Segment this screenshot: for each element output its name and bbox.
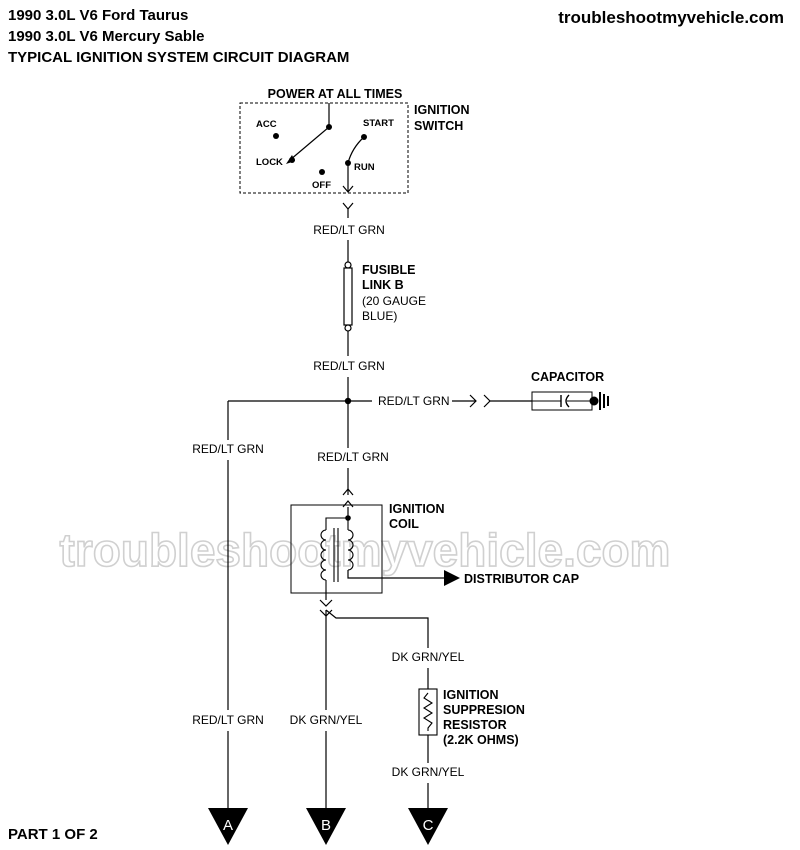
lock-contact — [289, 157, 295, 163]
capacitor-label: CAPACITOR — [531, 370, 604, 384]
vehicle-title-taurus: 1990 3.0L V6 Ford Taurus — [8, 7, 189, 24]
switch-connector-icon — [342, 202, 354, 210]
connector-b-label: B — [321, 817, 331, 834]
fusible-link-bottom-end — [344, 324, 352, 332]
suppressor-branch-wire — [325, 609, 429, 648]
run-arrow-icon — [342, 185, 354, 193]
connector-b — [306, 808, 346, 845]
page-part-label: PART 1 OF 2 — [8, 826, 98, 843]
fusible-link-top-end — [344, 261, 352, 269]
primary-winding — [320, 529, 327, 581]
lock-label: LOCK — [256, 157, 283, 168]
connector-a-label: A — [223, 817, 233, 834]
start-label: START — [363, 118, 394, 129]
ground-dot — [589, 396, 599, 406]
coil-output-wire — [347, 570, 444, 579]
connector-c-label: C — [423, 817, 434, 834]
fusible-link-label-2: LINK B — [362, 278, 404, 292]
wire-segment — [325, 517, 348, 530]
start-spring — [347, 136, 365, 164]
resistor-zigzag-icon — [422, 692, 434, 731]
ignition-coil-box — [290, 504, 383, 594]
capacitor-connector-female-icon — [483, 394, 491, 408]
wire-label-suppressor-out: DK GRN/YEL — [392, 765, 465, 779]
wire-label-fuse-out: RED/LT GRN — [313, 359, 385, 373]
distributor-cap-label: DISTRIBUTOR CAP — [464, 572, 579, 586]
ignition-coil-label-2: COIL — [389, 517, 419, 531]
resistor-label-4: (2.2K OHMS) — [443, 733, 519, 747]
capacitor-connector-male-icon — [469, 394, 477, 408]
distributor-cap-arrow-icon — [444, 570, 460, 586]
secondary-winding — [347, 529, 354, 571]
run-label: RUN — [354, 162, 375, 173]
fusible-link-label-3: (20 GAUGE — [362, 294, 426, 308]
wire-label-suppressor-in: DK GRN/YEL — [392, 650, 465, 664]
connector-a — [208, 808, 248, 845]
power-at-all-times-label: POWER AT ALL TIMES — [268, 87, 403, 101]
fusible-link-label-1: FUSIBLE — [362, 263, 415, 277]
resistor-label-1: IGNITION — [443, 688, 499, 702]
connector-c — [408, 808, 448, 845]
wire-label-switch-to-fuse: RED/LT GRN — [313, 223, 385, 237]
vehicle-title-sable: 1990 3.0L V6 Mercury Sable — [8, 28, 205, 45]
ignition-switch-label-2: SWITCH — [414, 119, 463, 133]
wire-label-left-branch: RED/LT GRN — [192, 442, 264, 456]
coil-connector-female-icon — [342, 500, 354, 508]
ignition-switch-label-1: IGNITION — [414, 103, 470, 117]
junction-dot — [344, 397, 352, 405]
site-name: troubleshootmyvehicle.com — [558, 8, 784, 27]
off-contact — [319, 169, 325, 175]
capacitor-curved-plate — [565, 394, 570, 408]
coil-negative-connector-icon — [319, 599, 333, 607]
resistor-label-2: SUPPRESION — [443, 703, 525, 717]
acc-label: ACC — [256, 119, 277, 130]
wire-label-capacitor-feed: RED/LT GRN — [378, 394, 450, 408]
off-label: OFF — [312, 180, 331, 191]
ignition-switch-box — [239, 102, 409, 194]
switch-arm — [289, 126, 330, 161]
wire-label-coil-feed: RED/LT GRN — [317, 450, 389, 464]
resistor-label-3: RESISTOR — [443, 718, 507, 732]
fusible-link — [343, 267, 353, 326]
wire-label-connector-b: DK GRN/YEL — [290, 713, 363, 727]
diagram-title: TYPICAL IGNITION SYSTEM CIRCUIT DIAGRAM — [8, 49, 350, 66]
watermark: troubleshootmyvehicle.com — [60, 524, 671, 576]
acc-contact — [273, 133, 279, 139]
coil-connector-icon — [342, 488, 354, 496]
fusible-link-label-4: BLUE) — [362, 309, 397, 323]
wire-label-connector-a: RED/LT GRN — [192, 713, 264, 727]
ignition-coil-label-1: IGNITION — [389, 502, 445, 516]
